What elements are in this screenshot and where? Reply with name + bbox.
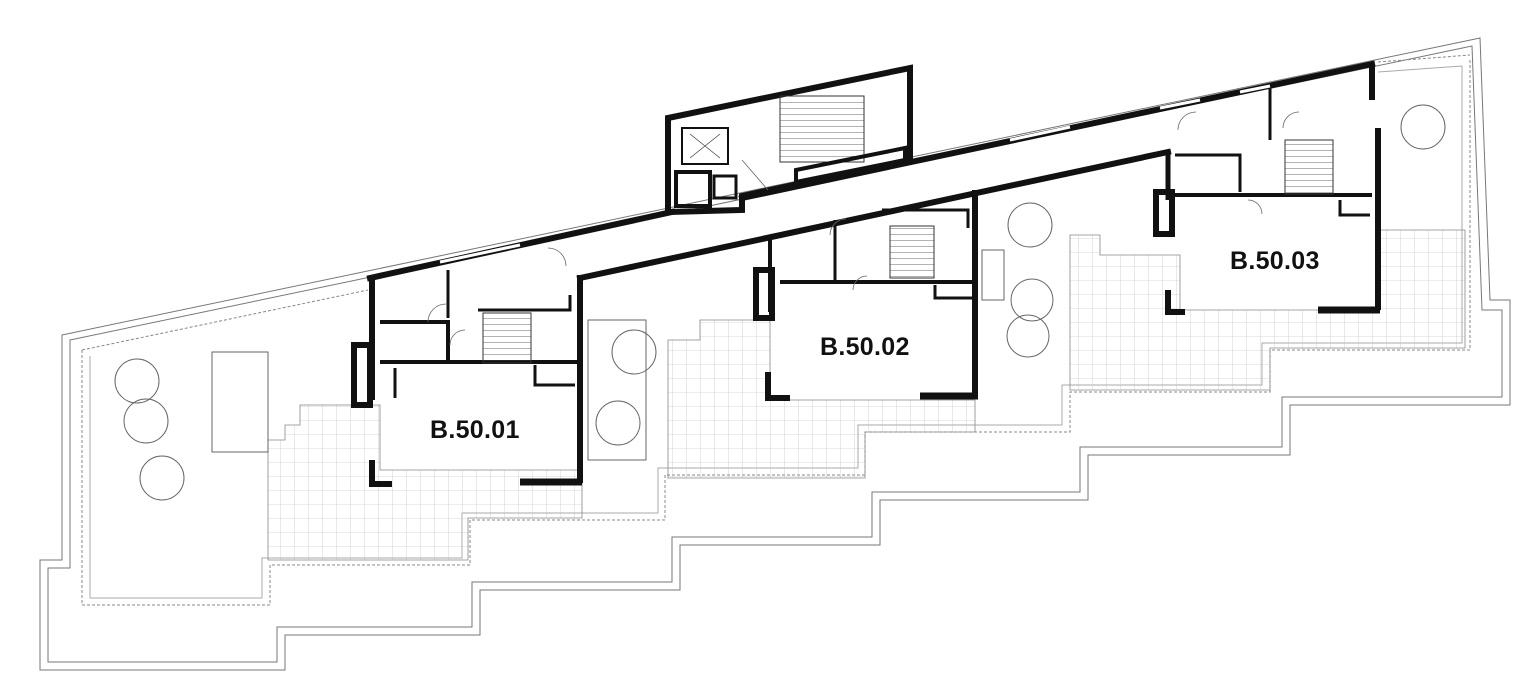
corridor-glazing [439, 84, 1271, 264]
unit-label-b5003: B.50.03 [1230, 247, 1320, 275]
planters [114, 104, 1446, 501]
stair-core [665, 64, 913, 216]
door-swings [427, 111, 1300, 346]
unit-label-b5002: B.50.02 [820, 333, 910, 361]
unit-b5003-walls [1153, 64, 1381, 315]
site-outline [39, 37, 1511, 671]
unit-b5001-walls [351, 270, 582, 487]
unit-b5002-walls [753, 190, 978, 401]
unit-label-b5001: B.50.01 [430, 416, 520, 444]
